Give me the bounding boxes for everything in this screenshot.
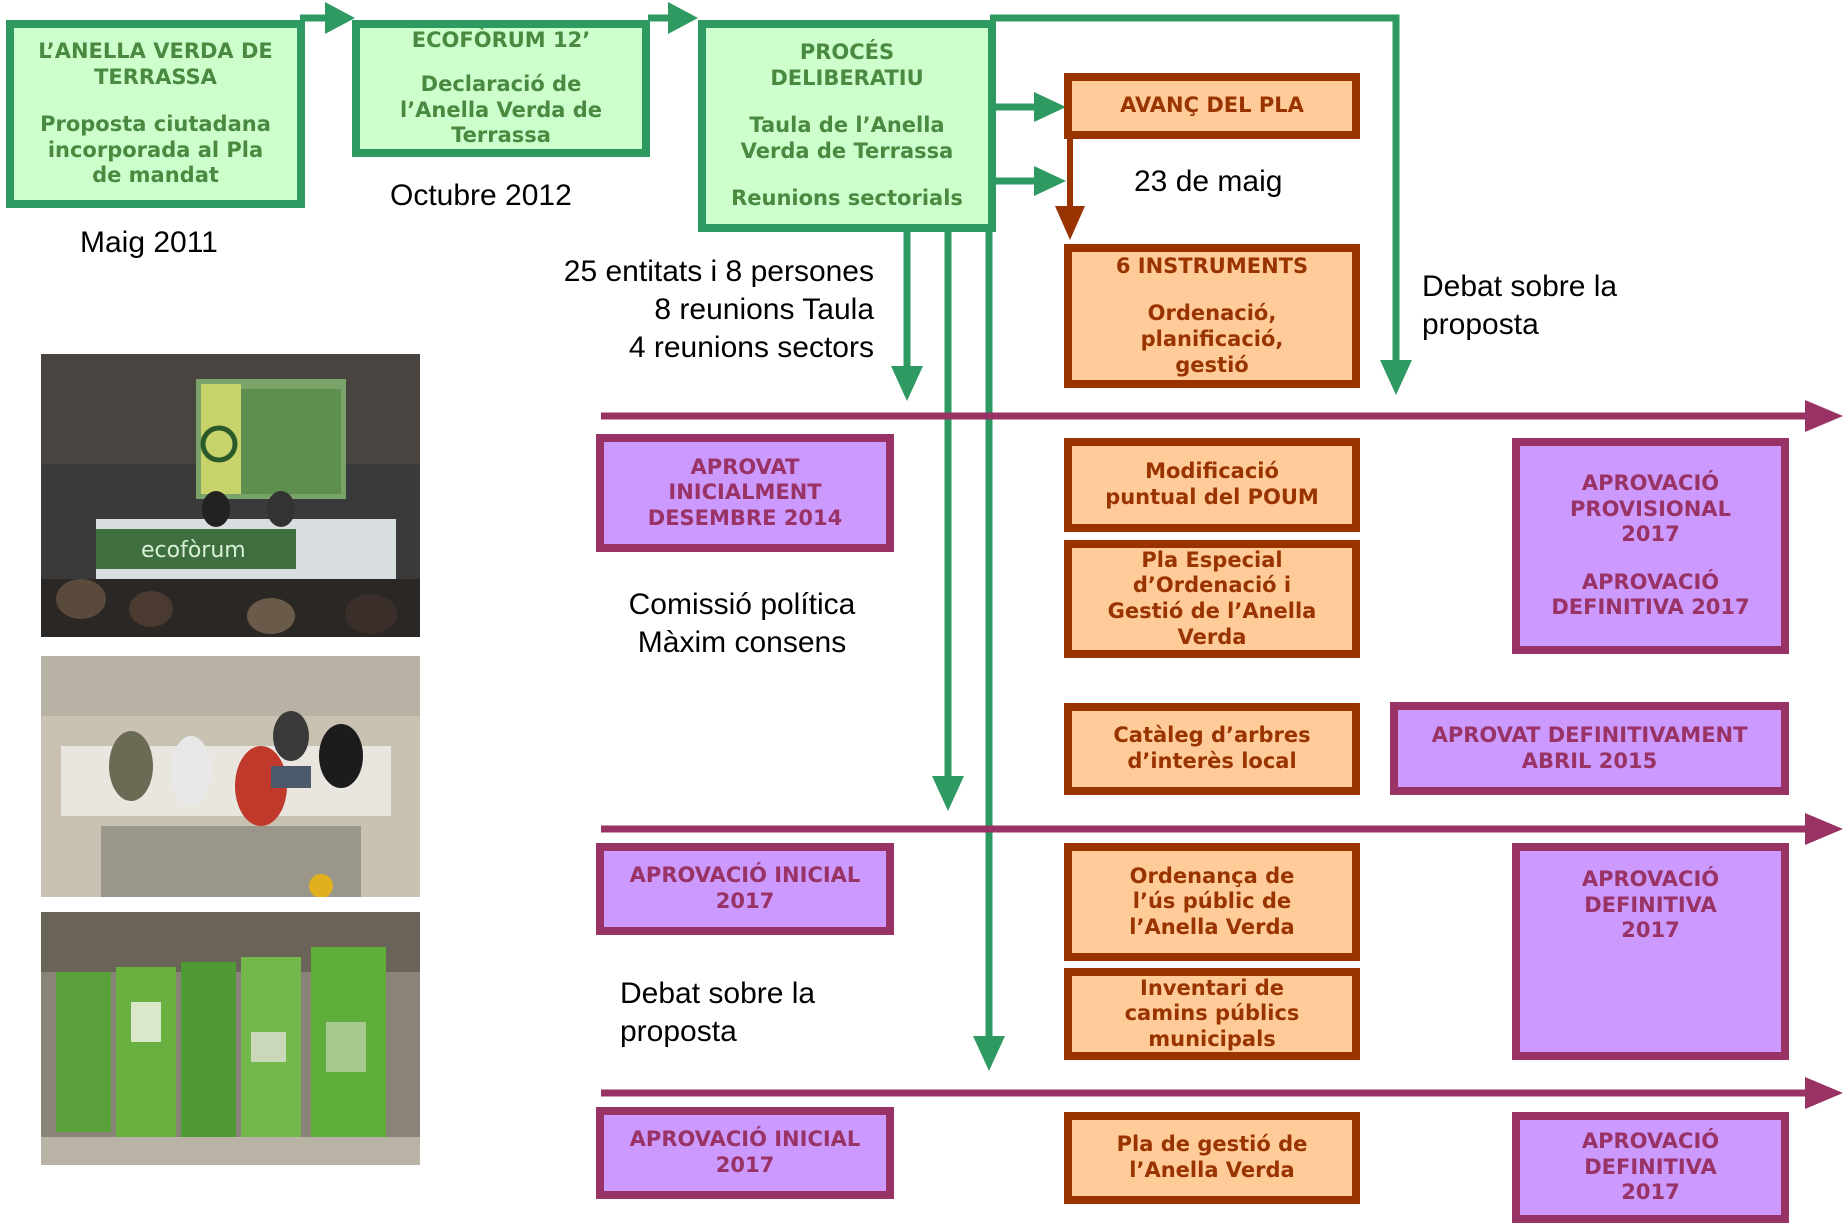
timelines bbox=[601, 412, 1810, 1097]
row3-right-text: APROVACIÓ DEFINITIVA 2017 bbox=[1581, 1129, 1720, 1205]
anella-verda-box: L’ANELLA VERDA DE TERRASSA Proposta ciut… bbox=[6, 20, 305, 208]
avanc-title: AVANÇ DEL PLA bbox=[1120, 93, 1304, 118]
debat-row2: Debat sobre la proposta bbox=[620, 977, 816, 1048]
pla-gestio-box: Pla de gestió de l’Anella Verda bbox=[1064, 1112, 1360, 1204]
aprovacio-definitiva-2-box: APROVACIÓ DEFINITIVA 2017 bbox=[1512, 843, 1789, 1060]
stat-line: 8 reunions Taula bbox=[654, 293, 874, 326]
brown-arrow bbox=[1055, 136, 1085, 240]
aprovat-definitivament-box: APROVAT DEFINITIVAMENT ABRIL 2015 bbox=[1390, 702, 1789, 795]
proces-deliberatiu-box: PROCÉS DELIBERATIU Taula de l’Anella Ver… bbox=[698, 20, 996, 232]
banner-text: ecofòrum bbox=[141, 538, 246, 563]
row1-right1-text: APROVACIÓ PROVISIONAL 2017 bbox=[1570, 470, 1731, 547]
anella-date: Maig 2011 bbox=[80, 226, 218, 259]
stat-line: 4 reunions sectors bbox=[628, 331, 874, 364]
green-arrows bbox=[300, 2, 1412, 1071]
debat-top: Debat sobre la proposta bbox=[1422, 270, 1618, 341]
instruments-box: 6 INSTRUMENTS Ordenació, planificació, g… bbox=[1064, 244, 1360, 388]
ecoforum-box: ECOFÒRUM 12’ Declaració de l’Anella Verd… bbox=[352, 20, 650, 157]
proces-sub2: Reunions sectorials bbox=[731, 186, 963, 211]
row1-mid3-text: Catàleg d’arbres d’interès local bbox=[1113, 723, 1311, 773]
row1-left-text: APROVAT INICIALMENT DESEMBRE 2014 bbox=[647, 454, 843, 530]
note-line: Màxim consens bbox=[637, 626, 847, 659]
aprovacio-inicial-3-box: APROVACIÓ INICIAL 2017 bbox=[596, 1107, 894, 1199]
aprovacio-inicial-2-box: APROVACIÓ INICIAL 2017 bbox=[596, 843, 894, 935]
row1-mid1-text: Modificació puntual del POUM bbox=[1105, 459, 1319, 509]
aprovacio-definitiva-3-box: APROVACIÓ DEFINITIVA 2017 bbox=[1512, 1112, 1789, 1223]
row1-right3-text: APROVAT DEFINITIVAMENT ABRIL 2015 bbox=[1431, 722, 1748, 773]
aprovat-inicialment-box: APROVAT INICIALMENT DESEMBRE 2014 bbox=[596, 434, 894, 552]
timeline-arrowhead bbox=[1805, 400, 1843, 432]
note-line: Comissió política bbox=[628, 588, 856, 621]
cataleg-arbres-box: Catàleg d’arbres d’interès local bbox=[1064, 703, 1360, 795]
row3-left-text: APROVACIÓ INICIAL 2017 bbox=[629, 1127, 861, 1177]
row2-mid2-text: Inventari de camins públics municipals bbox=[1124, 975, 1300, 1051]
proces-title: PROCÉS DELIBERATIU bbox=[770, 39, 924, 90]
row2-right-text: APROVACIÓ DEFINITIVA 2017 bbox=[1581, 867, 1720, 943]
inventari-camins-box: Inventari de camins públics municipals bbox=[1064, 968, 1360, 1060]
proces-stats: 25 entitats i 8 persones 8 reunions Taul… bbox=[520, 253, 874, 367]
modificacio-poum-box: Modificació puntual del POUM bbox=[1064, 438, 1360, 532]
stat-line: 25 entitats i 8 persones bbox=[563, 255, 874, 288]
avanc-date: 23 de maig bbox=[1134, 165, 1283, 198]
anella-title: L’ANELLA VERDA DE TERRASSA bbox=[38, 38, 273, 89]
timeline-arrowhead bbox=[1805, 813, 1843, 845]
photo-meeting bbox=[41, 656, 420, 897]
aprovacio-provisional-box: APROVACIÓ PROVISIONAL 2017 APROVACIÓ DEF… bbox=[1512, 438, 1789, 654]
row2-left-text: APROVACIÓ INICIAL 2017 bbox=[629, 863, 861, 913]
instruments-title: 6 INSTRUMENTS bbox=[1115, 253, 1309, 278]
avanc-del-pla-box: AVANÇ DEL PLA bbox=[1064, 73, 1360, 139]
row3-mid-text: Pla de gestió de l’Anella Verda bbox=[1116, 1132, 1308, 1182]
proces-sub: Taula de l’Anella Verda de Terrassa bbox=[740, 113, 954, 163]
timeline-arrowhead bbox=[1805, 1077, 1843, 1109]
anella-sub: Proposta ciutadana incorporada al Pla de… bbox=[40, 112, 271, 188]
pla-especial-box: Pla Especial d’Ordenació i Gestió de l’A… bbox=[1064, 540, 1360, 658]
comissio-note: Comissió política Màxim consens bbox=[600, 586, 884, 662]
ecoforum-sub: Declaració de l’Anella Verda de Terrassa bbox=[400, 72, 602, 148]
ecoforum-date: Octubre 2012 bbox=[390, 179, 572, 212]
photo-ecoforum-conference: ecofòrum bbox=[41, 354, 420, 637]
ecoforum-title: ECOFÒRUM 12’ bbox=[411, 28, 591, 52]
instruments-sub: Ordenació, planificació, gestió bbox=[1140, 301, 1284, 377]
photo-exhibition-panels bbox=[41, 912, 420, 1165]
ordenanca-box: Ordenança de l’ús públic de l’Anella Ver… bbox=[1064, 843, 1360, 961]
row1-right2-text: APROVACIÓ DEFINITIVA 2017 bbox=[1551, 569, 1750, 620]
row1-mid2-text: Pla Especial d’Ordenació i Gestió de l’A… bbox=[1107, 547, 1317, 649]
row2-mid1-text: Ordenança de l’ús públic de l’Anella Ver… bbox=[1129, 863, 1295, 939]
